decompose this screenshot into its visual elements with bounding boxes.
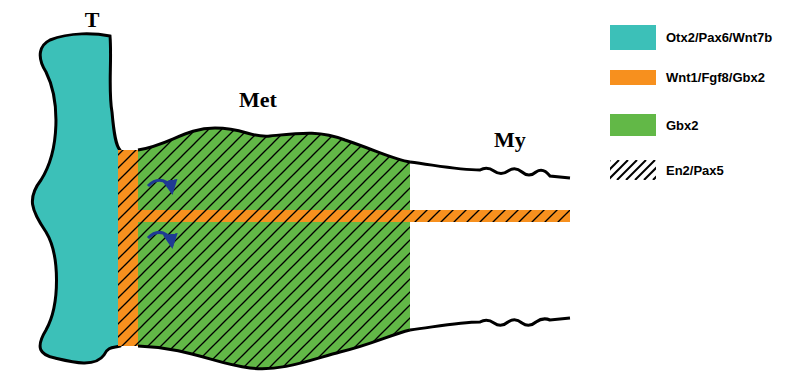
- hatch-line: [626, 160, 646, 180]
- legend-text: Otx2/Pax6/Wnt7b: [666, 30, 772, 45]
- myelencephalon-outline-bottom: [410, 318, 570, 330]
- band-hatch: [410, 210, 570, 222]
- region-label: Met: [239, 89, 277, 111]
- met-outline-top: [138, 128, 410, 162]
- signal-arrow: [148, 232, 172, 246]
- met-outline-bottom: [138, 330, 410, 369]
- legend-swatch: [610, 114, 656, 136]
- region-label: T: [85, 9, 100, 31]
- legend-swatch: [610, 160, 656, 180]
- legend-text: En2/Pax5: [666, 163, 724, 178]
- hatch-line: [617, 160, 637, 180]
- legend-swatch: [610, 70, 656, 85]
- myelencephalon-outline-top: [410, 162, 570, 178]
- hatch-line: [644, 160, 656, 180]
- hatch-overlay: [118, 128, 410, 369]
- legend-swatch: [610, 25, 656, 50]
- legend-text: Wnt1/Fgf8/Gbx2: [666, 70, 765, 85]
- telencephalon-shape: [32, 34, 120, 363]
- hatch-line: [653, 160, 656, 180]
- legend-text: Gbx2: [666, 118, 699, 133]
- hatch-line: [635, 160, 655, 180]
- hatch-sample: [610, 160, 656, 180]
- region-label: My: [494, 129, 526, 151]
- signal-arrow: [148, 180, 172, 192]
